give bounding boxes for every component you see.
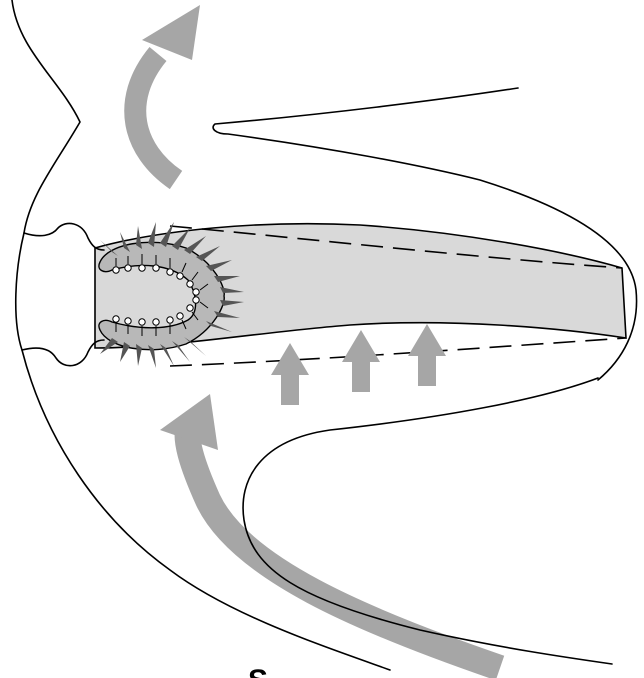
cut-off-label: S: [248, 664, 268, 678]
lower-flow-arrow: [160, 394, 500, 668]
upward-flow-arrows: [271, 324, 446, 405]
upper-flow-arrow: [135, 5, 200, 180]
lower-dashed-line: [170, 338, 626, 366]
lower-fold-outline: [243, 378, 612, 664]
lower-flow-arrow-shaft: [188, 430, 500, 668]
lower-mouth-rim: [22, 340, 104, 366]
upper-mouth-rim: [24, 223, 104, 250]
arrow-icon: [342, 330, 380, 392]
upper-flow-arrow-shaft: [135, 54, 176, 180]
arrow-icon: [271, 343, 309, 405]
arrow-icon: [408, 324, 446, 386]
